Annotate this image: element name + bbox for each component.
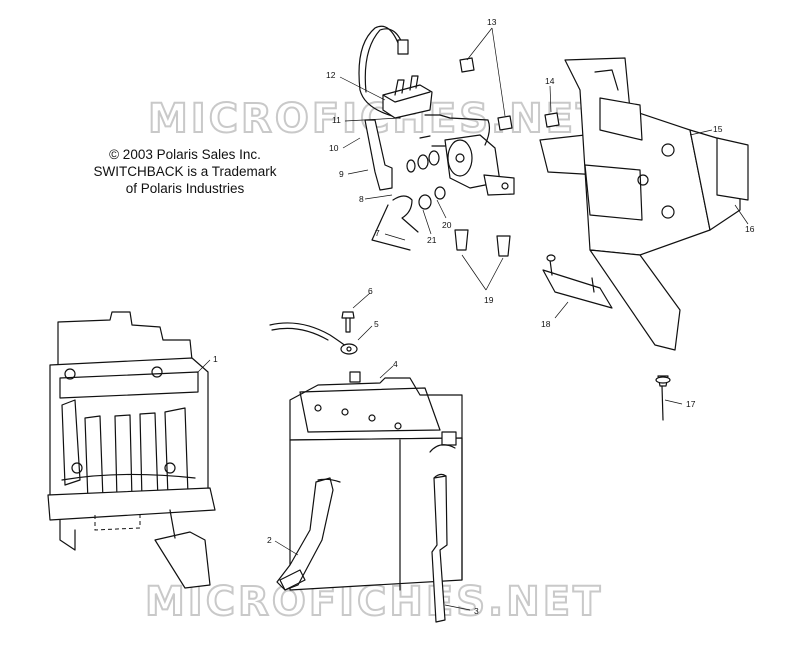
callout-19: 19 bbox=[484, 295, 494, 305]
callout-15: 15 bbox=[713, 124, 723, 134]
vent-tube bbox=[431, 473, 448, 623]
callout-12: 12 bbox=[326, 70, 336, 80]
callout-3: 3 bbox=[474, 606, 479, 616]
battery-strap bbox=[276, 477, 341, 591]
mounting-bracket bbox=[539, 57, 749, 351]
nuts-and-bolts bbox=[419, 57, 560, 257]
callout-18: 18 bbox=[541, 319, 551, 329]
copyright-notice: © 2003 Polaris Sales Inc. SWITCHBACK is … bbox=[70, 146, 300, 197]
callout-10: 10 bbox=[329, 143, 339, 153]
battery-tray bbox=[47, 311, 216, 589]
callout-4: 4 bbox=[393, 359, 398, 369]
callout-11: 11 bbox=[332, 115, 341, 125]
rivet bbox=[655, 375, 671, 421]
callout-2: 2 bbox=[267, 535, 272, 545]
rubber-pad bbox=[542, 254, 613, 309]
callout-7: 7 bbox=[375, 228, 380, 238]
callout-1: 1 bbox=[213, 354, 218, 364]
callout-8: 8 bbox=[359, 194, 364, 204]
relay bbox=[382, 75, 433, 119]
callouts: 1 2 3 4 5 6 7 8 9 10 11 12 13 14 15 16 1… bbox=[213, 17, 755, 616]
trademark-line-1: SWITCHBACK is a Trademark bbox=[93, 164, 277, 179]
starter-solenoid bbox=[406, 114, 515, 196]
battery bbox=[289, 371, 463, 591]
callout-6: 6 bbox=[368, 286, 373, 296]
leader-lines bbox=[197, 27, 749, 611]
ground-cable bbox=[269, 311, 358, 355]
callout-9: 9 bbox=[339, 169, 344, 179]
callout-5: 5 bbox=[374, 319, 379, 329]
callout-13: 13 bbox=[487, 17, 497, 27]
watermark-bottom: MICROFICHES.NET bbox=[145, 579, 603, 625]
callout-20: 20 bbox=[442, 220, 452, 230]
trademark-line-2: of Polaris Industries bbox=[125, 181, 245, 196]
callout-17: 17 bbox=[686, 399, 696, 409]
callout-21: 21 bbox=[427, 235, 437, 245]
callout-16: 16 bbox=[745, 224, 755, 234]
callout-14: 14 bbox=[545, 76, 555, 86]
wire-harness bbox=[358, 25, 409, 119]
copyright-line: © 2003 Polaris Sales Inc. bbox=[109, 147, 261, 162]
cable-boots bbox=[364, 119, 446, 251]
